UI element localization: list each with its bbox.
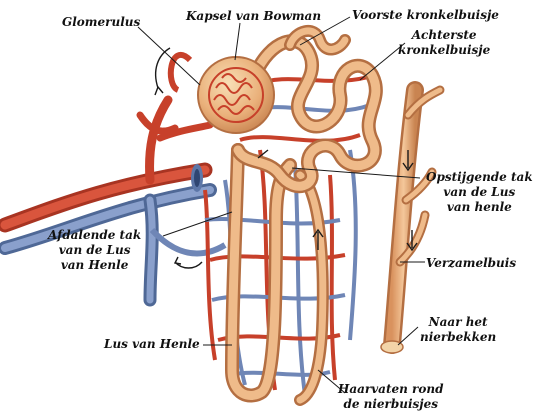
flow-arrows xyxy=(154,47,418,269)
label-achterste-kronkelbuisje: Achterste kronkelbuisje xyxy=(398,28,491,57)
loop-of-henle-tube xyxy=(224,143,329,406)
leader-lines xyxy=(137,16,425,394)
label-opstijgende-tak: Opstijgende tak van de Lus van henle xyxy=(426,170,533,214)
label-lus-van-henle: Lus van Henle xyxy=(104,337,200,351)
label-verzamelbuis: Verzamelbuis xyxy=(426,256,517,270)
label-kapsel-van-bowman: Kapsel van Bowman xyxy=(186,9,322,23)
label-naar-het-nierbekken: Naar het nierbekken xyxy=(420,315,497,344)
renal-vessels xyxy=(0,52,227,307)
collecting-duct xyxy=(380,81,445,354)
label-glomerulus: Glomerulus xyxy=(62,15,141,29)
bowman-capsule xyxy=(197,56,275,134)
label-afdalende-tak: Afdalende tak van de Lus van Henle xyxy=(48,228,142,272)
label-voorste-kronkelbuisje: Voorste kronkelbuisje xyxy=(352,8,499,22)
convoluted-tubules xyxy=(231,25,383,194)
label-haarvaten: Haarvaten rond de nierbuisjes xyxy=(338,382,444,411)
